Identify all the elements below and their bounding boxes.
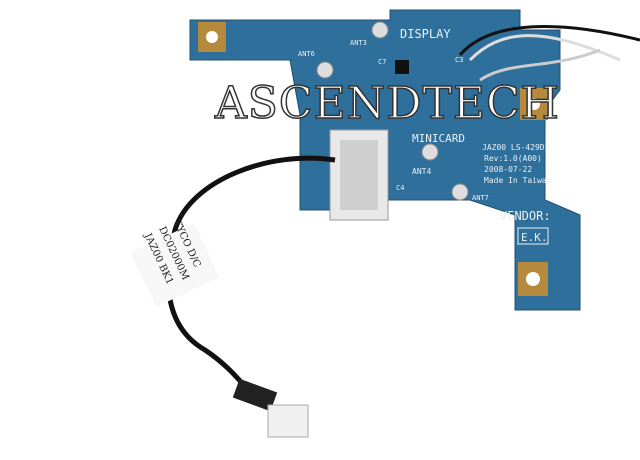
antenna-connector xyxy=(316,61,334,79)
cable-label xyxy=(130,223,220,307)
label-ek: E.K. xyxy=(521,231,548,244)
cable-end-plug xyxy=(267,404,309,438)
mount-hole xyxy=(206,31,218,43)
antenna-wire xyxy=(458,25,640,56)
label-rev: Rev:1.0(A00) xyxy=(484,154,542,163)
label-c4: C4 xyxy=(396,184,404,192)
label-c7: C7 xyxy=(378,58,386,66)
label-model: JAZ00 LS-429DP xyxy=(482,143,550,152)
cable-connector xyxy=(232,378,278,412)
label-display: DISPLAY xyxy=(400,27,451,41)
connector-body xyxy=(340,140,378,210)
label-c3: C3 xyxy=(455,56,463,64)
label-ant7: ANT7 xyxy=(472,194,489,202)
mount-hole xyxy=(528,98,540,110)
label-ant3: ANT3 xyxy=(350,39,367,47)
antenna-connector xyxy=(421,143,439,161)
label-origin: Made In Taiwan xyxy=(484,176,552,185)
label-minicard: MINICARD xyxy=(412,132,465,145)
ek-box xyxy=(517,227,549,245)
antenna-connector xyxy=(451,183,469,201)
antenna-connector xyxy=(371,21,389,39)
label-vendor: VENDOR: xyxy=(500,209,551,223)
antenna-wire xyxy=(479,48,601,82)
mount-hole xyxy=(526,272,540,286)
label-ant6: ANT6 xyxy=(298,50,315,58)
label-date: 2008-07-22 xyxy=(484,165,532,174)
chip xyxy=(395,60,409,74)
watermark: ASCENDTECH xyxy=(214,78,560,129)
antenna-wire xyxy=(468,34,621,62)
label-ant4: ANT4 xyxy=(412,167,431,176)
